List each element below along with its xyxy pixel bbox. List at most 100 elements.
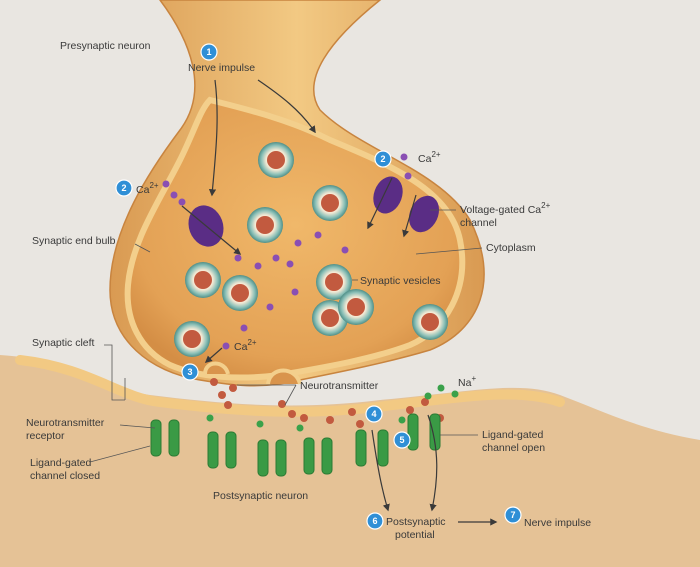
neurotransmitter-molecule bbox=[218, 391, 226, 399]
lg-channel bbox=[303, 437, 333, 475]
release-pocket-right bbox=[266, 368, 302, 385]
label-cytoplasm: Cytoplasm bbox=[486, 242, 536, 254]
vesicle bbox=[222, 275, 258, 311]
sodium-ion bbox=[206, 414, 214, 422]
lg-channel-open bbox=[355, 429, 389, 467]
step-badge: 7 bbox=[504, 506, 522, 524]
arrow-impulse-down bbox=[208, 79, 218, 197]
label-lg-closed-line1: Ligand-gated bbox=[30, 457, 91, 469]
calcium-ion bbox=[314, 231, 322, 239]
calcium-ion bbox=[291, 288, 299, 296]
neurotransmitter-molecule bbox=[348, 408, 356, 416]
synaptic-end-bulb bbox=[124, 96, 466, 381]
neurotransmitter-molecule bbox=[326, 416, 334, 424]
label-nerve-impulse-in: Nerve impulse bbox=[188, 62, 255, 74]
label-ca-right: Ca2+ bbox=[418, 150, 441, 165]
vesicle bbox=[174, 321, 210, 357]
label-na: Na+ bbox=[458, 374, 476, 389]
arrow-ca-right-a bbox=[367, 177, 393, 230]
arrow-na-in-a bbox=[371, 429, 390, 512]
arrow-impulse-right bbox=[257, 79, 316, 134]
calcium-ion bbox=[254, 262, 262, 270]
vg-channel-right-a bbox=[373, 176, 403, 214]
calcium-ion bbox=[272, 254, 280, 262]
label-lg-closed-line2: channel closed bbox=[30, 470, 100, 482]
step-badge: 1 bbox=[200, 43, 218, 61]
arrow-ca-left bbox=[181, 205, 242, 255]
vesicle bbox=[316, 264, 352, 300]
lg-channel bbox=[207, 431, 237, 469]
step-number: 5 bbox=[399, 435, 404, 445]
label-ca-bottom: Ca2+ bbox=[234, 338, 257, 353]
vesicle bbox=[412, 304, 448, 340]
ligand-gated-channels bbox=[150, 413, 441, 477]
arrows bbox=[181, 79, 498, 526]
label-lg-open-line1: Ligand-gated bbox=[482, 429, 543, 441]
leader-lg-closed bbox=[89, 445, 151, 463]
label-postsynaptic-potential-line1: Postsynaptic bbox=[386, 516, 446, 528]
sodium-ion bbox=[437, 384, 445, 392]
label-nt-receptor-line2: receptor bbox=[26, 430, 65, 442]
step-number: 7 bbox=[510, 510, 515, 520]
step-badge: 3 bbox=[181, 363, 199, 381]
step-number: 2 bbox=[121, 183, 126, 193]
vesicle bbox=[247, 207, 283, 243]
lg-channel-open bbox=[407, 413, 441, 451]
sodium-ion bbox=[451, 390, 459, 398]
neurotransmitter-molecule bbox=[288, 410, 296, 418]
step-number: 3 bbox=[187, 367, 192, 377]
arrow-ca-bottom bbox=[204, 347, 223, 363]
leader-cytoplasm bbox=[415, 247, 483, 255]
leader-cleft bbox=[104, 344, 125, 401]
label-neurotransmitter: Neurotransmitter bbox=[300, 380, 379, 392]
calcium-ion bbox=[266, 303, 274, 311]
neurotransmitter-molecule bbox=[300, 414, 308, 422]
step-number: 2 bbox=[380, 154, 385, 164]
neurotransmitter-molecule bbox=[210, 378, 218, 386]
arrow-na-in-b bbox=[427, 414, 438, 512]
sodium-ion bbox=[398, 416, 406, 424]
sodium-ions bbox=[206, 384, 459, 432]
vesicle bbox=[338, 289, 374, 325]
label-synaptic-cleft: Synaptic cleft bbox=[32, 337, 95, 349]
neurotransmitter-molecule bbox=[421, 398, 429, 406]
calcium-ion bbox=[286, 260, 294, 268]
calcium-ion bbox=[294, 239, 302, 247]
calcium-ion bbox=[162, 180, 170, 188]
sodium-ion bbox=[256, 420, 264, 428]
step-badge: 6 bbox=[366, 512, 384, 530]
label-vgcc-line1: Voltage-gated Ca2+ bbox=[460, 201, 551, 216]
leader-end-bulb bbox=[134, 243, 151, 253]
leader-neurotransmitter-b bbox=[284, 384, 297, 406]
neurotransmitter-molecule bbox=[356, 420, 364, 428]
vesicle bbox=[258, 142, 294, 178]
label-synaptic-end-bulb: Synaptic end bulb bbox=[32, 235, 116, 247]
vesicle bbox=[312, 185, 348, 221]
step-badge: 2 bbox=[374, 150, 392, 168]
label-vgcc-line2: channel bbox=[460, 217, 497, 229]
calcium-ion bbox=[240, 324, 248, 332]
step-number: 6 bbox=[372, 516, 377, 526]
calcium-ion bbox=[222, 342, 230, 350]
label-nerve-impulse-out: Nerve impulse bbox=[524, 517, 591, 529]
leader-receptor bbox=[119, 424, 156, 429]
label-lg-open-line2: channel open bbox=[482, 442, 545, 454]
label-ca-left: Ca2+ bbox=[136, 181, 159, 196]
label-postsynaptic-neuron: Postsynaptic neuron bbox=[213, 490, 308, 502]
postsynaptic-membrane bbox=[15, 355, 565, 417]
synaptic-vesicles bbox=[174, 142, 448, 357]
step-badge: 2 bbox=[115, 179, 133, 197]
label-nt-receptor-line1: Neurotransmitter bbox=[26, 417, 105, 429]
calcium-ions bbox=[162, 153, 412, 350]
calcium-ion bbox=[170, 191, 178, 199]
neurotransmitter-molecule bbox=[224, 401, 232, 409]
label-postsynaptic-potential-line2: potential bbox=[395, 529, 435, 541]
calcium-ion bbox=[400, 153, 408, 161]
step-badge: 4 bbox=[365, 405, 383, 423]
release-pocket-left bbox=[203, 361, 230, 375]
calcium-ion bbox=[178, 198, 186, 206]
neurotransmitter-molecule bbox=[406, 406, 414, 414]
step-badges: 1 2 2 3 4 5 6 7 bbox=[115, 43, 522, 530]
leader-lines bbox=[89, 209, 483, 463]
